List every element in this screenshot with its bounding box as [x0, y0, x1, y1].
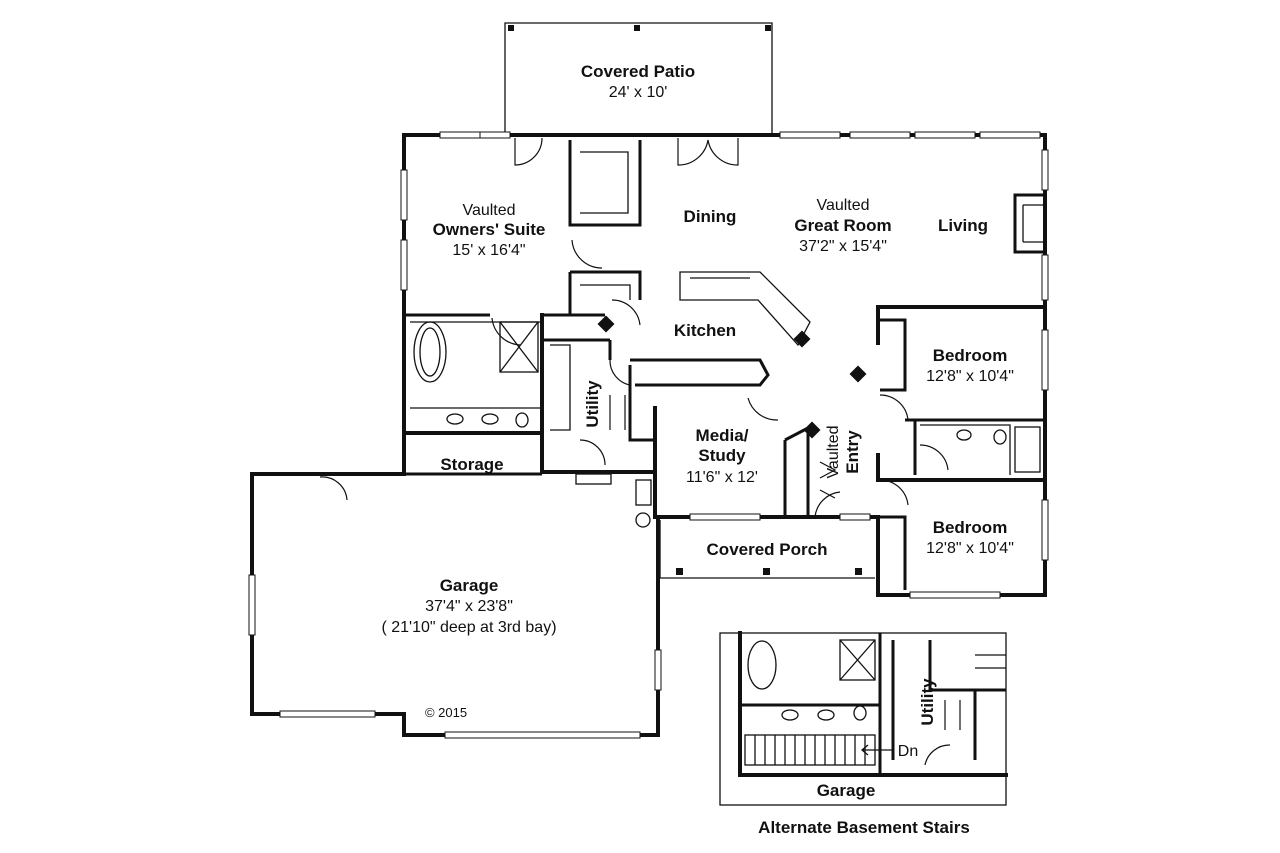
great-room-name: Great Room: [794, 216, 891, 235]
bedroom-2-size: 12'8" x 10'4": [926, 540, 1014, 557]
inset-caption: Alternate Basement Stairs: [758, 818, 970, 837]
covered-patio-area: [504, 22, 773, 134]
owners-suite-size: 15' x 16'4": [452, 242, 525, 259]
covered-patio-size: 24' x 10': [609, 84, 668, 101]
inset-dn-label: Dn: [898, 743, 918, 760]
bedroom-1-name: Bedroom: [933, 346, 1008, 365]
kitchen-name: Kitchen: [674, 321, 736, 340]
dining-name: Dining: [684, 207, 737, 226]
media-study-name-line2: Study: [698, 446, 746, 465]
exterior-walls: [250, 133, 1047, 737]
great-room-prefix: Vaulted: [816, 197, 869, 214]
door-swings: [319, 137, 949, 518]
media-study-size: 11'6" x 12': [686, 469, 758, 486]
room-labels: Covered Patio 24' x 10' Vaulted Owners' …: [381, 62, 1013, 837]
garage-name: Garage: [440, 576, 499, 595]
covered-porch-name: Covered Porch: [707, 540, 828, 559]
media-study-name-line1: Media/: [696, 426, 749, 445]
bedroom-2-name: Bedroom: [933, 518, 1008, 537]
copyright-text: © 2015: [425, 705, 467, 720]
inset-alternate-stairs: [719, 631, 1008, 806]
interior-walls: [404, 140, 1047, 590]
covered-patio-name: Covered Patio: [581, 62, 695, 81]
entry-prefix: Vaulted: [825, 425, 842, 478]
utility-name: Utility: [583, 380, 602, 428]
bedroom-1-size: 12'8" x 10'4": [926, 368, 1014, 385]
living-name: Living: [938, 216, 988, 235]
garage-note: ( 21'10" deep at 3rd bay): [381, 619, 556, 636]
great-room-size: 37'2" x 15'4": [799, 238, 887, 255]
inset-garage-label: Garage: [817, 781, 876, 800]
owners-suite-name: Owners' Suite: [433, 220, 546, 239]
owners-suite-prefix: Vaulted: [462, 202, 515, 219]
covered-porch-area: [659, 520, 875, 579]
entry-name: Entry: [843, 430, 862, 474]
windows: [248, 131, 1049, 739]
garage-size: 37'4" x 23'8": [425, 598, 513, 615]
inset-utility-label: Utility: [918, 678, 937, 726]
storage-name: Storage: [440, 455, 503, 474]
